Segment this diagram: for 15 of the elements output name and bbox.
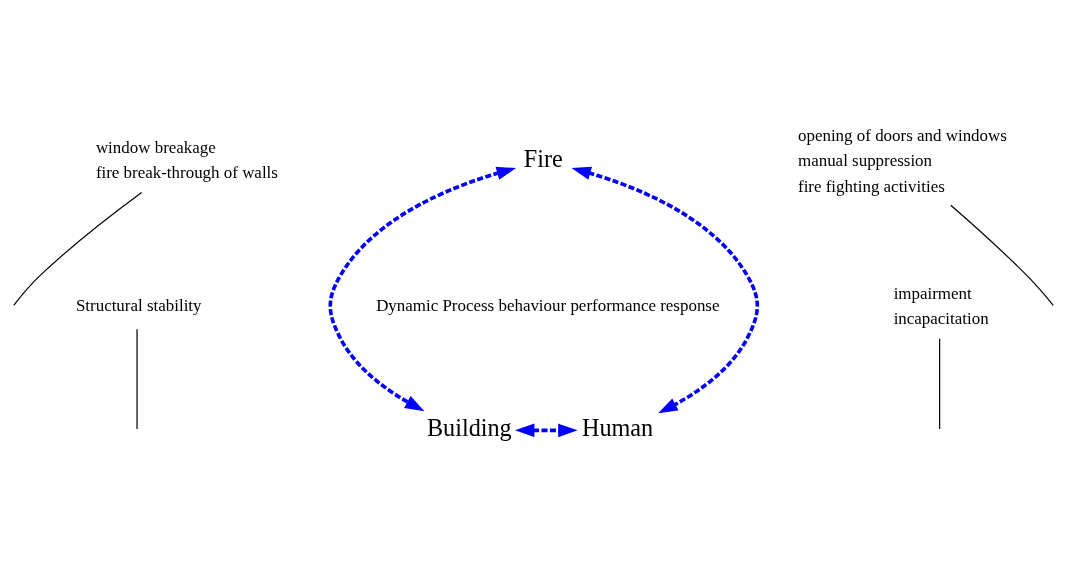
connector [950, 204, 1054, 307]
label: Dynamic Process behaviour performance response [376, 296, 720, 316]
node-text: Structural stability [75, 296, 202, 316]
arrow [515, 423, 578, 438]
node-text: Building [426, 414, 512, 442]
connector [939, 338, 941, 430]
node-text: Fire [523, 145, 563, 173]
node-text: Human [581, 414, 654, 442]
node-text: window breakage fire break-through of walls [95, 137, 278, 183]
arrow [328, 166, 517, 412]
node-text: opening of doors and windows manual suppression fire fighting activities [798, 125, 1007, 196]
node-text: impairment incapacitation [893, 283, 989, 329]
connector [136, 328, 138, 430]
connector [13, 191, 143, 307]
arrow [571, 166, 760, 414]
